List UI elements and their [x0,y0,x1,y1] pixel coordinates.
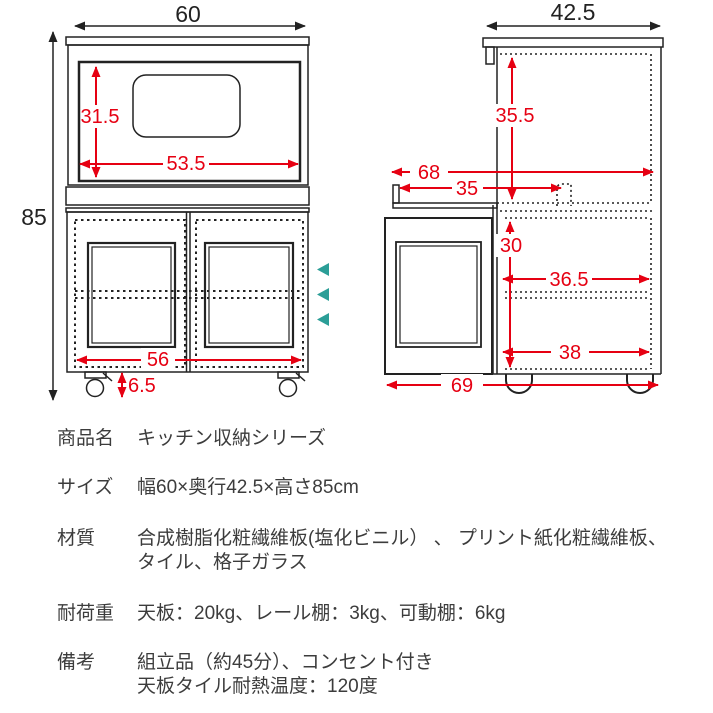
side-rail-lip [392,184,400,204]
spec-label: サイズ [57,477,114,498]
spec-value: 合成樹脂化粧繊維板(塩化ビニル） 、 プリント紙化粧繊維板、 タイル、格子ガラス [137,528,667,573]
front-view [48,21,310,401]
spec-value: 天板：20kg、レール棚：3kg、可動棚：6kg [137,603,506,624]
side-depth-label: 42.5 [551,0,596,25]
side-top-board [482,37,664,48]
side-interior-dashed [497,53,655,370]
front-recess-window [132,74,241,138]
front-opening-height-label: 31.5 [81,106,120,128]
spec-row-load-capacity: 耐荷重 天板：20kg、レール棚：3kg、可動棚：6kg [57,602,697,626]
side-lower-depth-label: 38 [559,342,581,364]
front-height-label: 85 [21,204,47,230]
front-door-dashed-borders [74,219,304,368]
side-casters [505,374,654,394]
front-counter-band [65,186,310,206]
side-rail-bracket [485,46,495,65]
front-top-board [65,36,310,46]
dimension-diagram: 60 85 31.5 53.5 56 6.5 [21,0,664,401]
front-upper-opening [77,60,302,183]
spec-value: 幅60×奥行42.5×高さ85cm [137,477,359,498]
spec-row-material: 材質 合成樹脂化粧繊維板(塩化ビニル） 、 プリント紙化粧繊維板、 タイル、格子… [57,527,697,575]
front-lower-body [66,211,309,373]
side-upper-height-label: 35.5 [496,105,535,127]
front-opening-width-label: 53.5 [167,153,206,175]
spec-table: 商品名 キッチン収納シリーズ サイズ 幅60×奥行42.5×高さ85cm 材質 … [57,415,697,699]
spec-value: キッチン収納シリーズ [137,428,327,449]
shelf-level-arrow-icon [317,263,329,276]
side-rail-shelf [392,202,498,209]
shelf-level-arrow-icon [317,313,329,326]
side-total-depth-label: 69 [451,375,473,397]
spec-row-size: サイズ 幅60×奥行42.5×高さ85cm [57,476,697,500]
front-casters [84,371,306,398]
side-lower-height-label: 30 [500,235,522,257]
spec-label: 材質 [57,528,96,549]
side-shelf-depth-label: 36.5 [550,269,589,291]
shelf-level-arrow-icons [317,263,329,326]
front-width-label: 60 [175,1,201,27]
front-inner-width-label: 56 [147,349,169,371]
side-view [384,21,664,396]
side-red-dimensions [386,57,659,390]
side-open-door [384,217,493,375]
spec-value: 組立品（約45分）、コンセント付き 天板タイル耐熱温度：120度 [137,652,434,697]
spec-label: 備考 [57,652,96,673]
side-rail-extended-label: 68 [418,162,440,184]
front-left-glass [86,241,177,349]
spec-label: 商品名 [57,428,115,449]
front-caster-height-label: 6.5 [128,375,156,397]
spec-label: 耐荷重 [57,603,115,624]
front-right-glass [203,241,295,349]
side-door-glass [395,241,482,348]
shelf-level-arrow-icon [317,288,329,301]
spec-row-notes: 備考 組立品（約45分）、コンセント付き 天板タイル耐熱温度：120度 [57,651,697,699]
side-rail-shelf-label: 35 [456,178,478,200]
front-upper-body [67,44,309,186]
spec-row-product-name: 商品名 キッチン収納シリーズ [57,427,697,451]
